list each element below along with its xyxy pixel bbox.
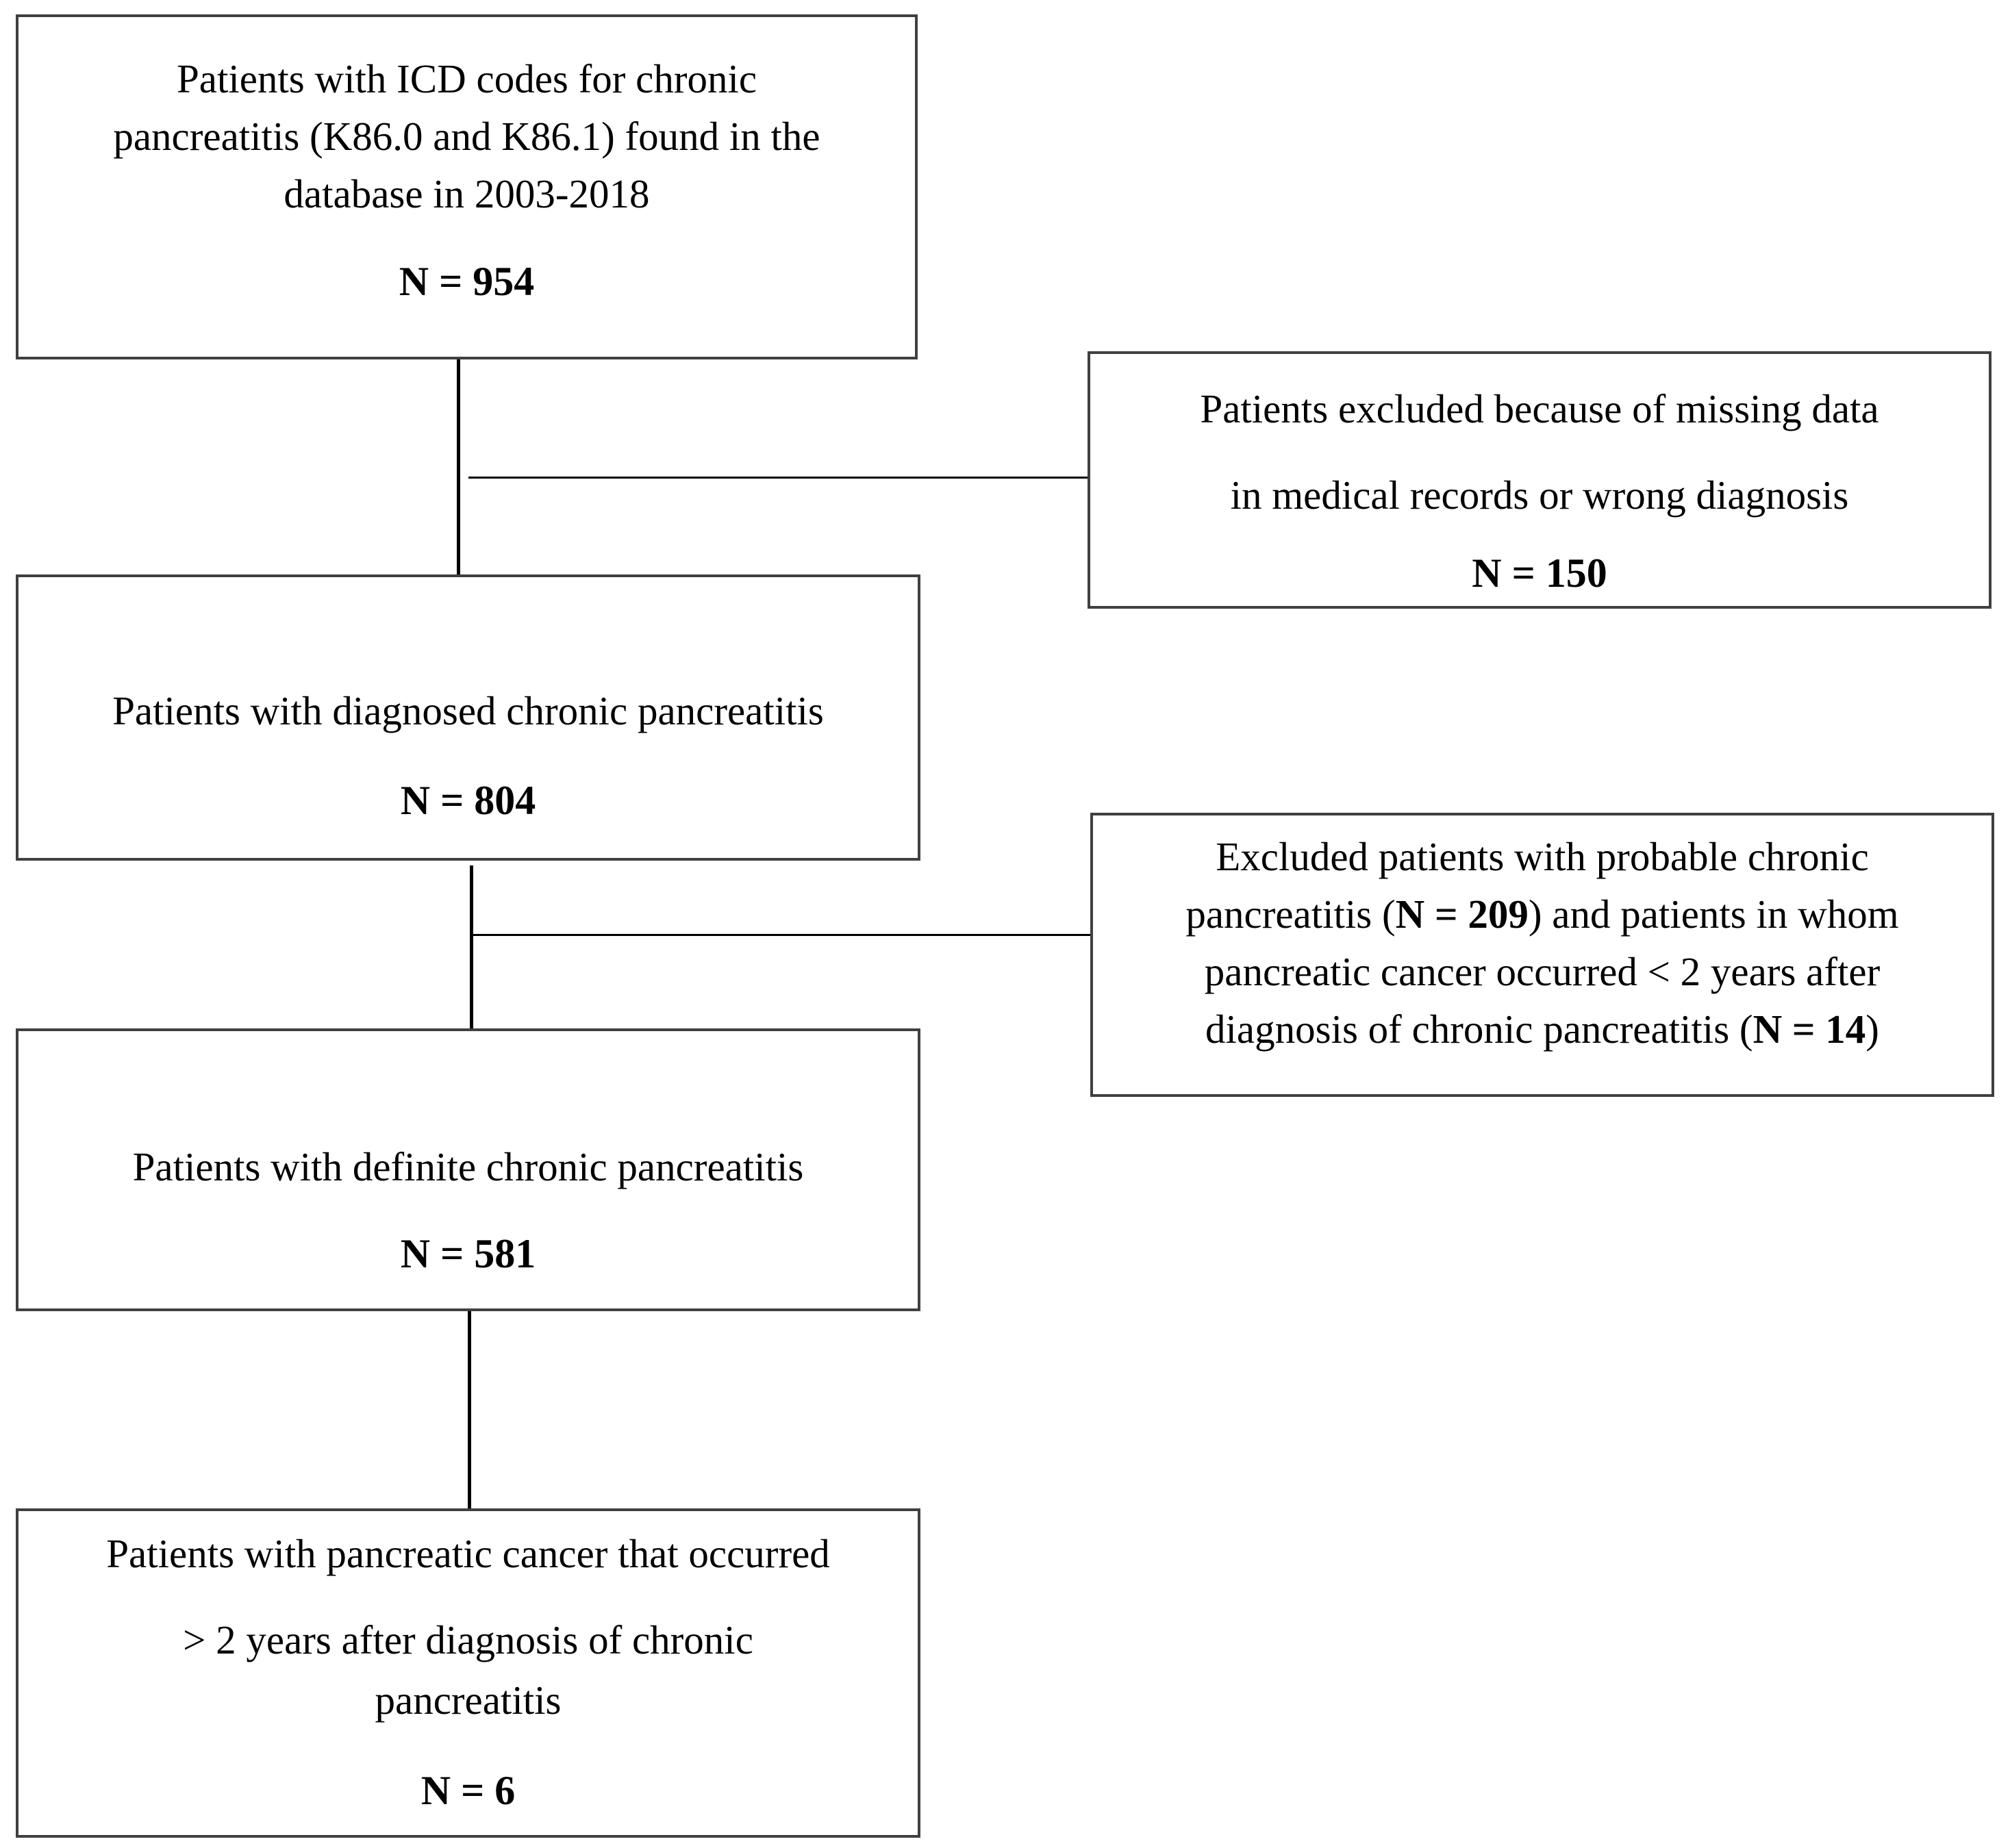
box-diagnosed-cp-line-1: Patients with diagnosed chronic pancreat… <box>112 688 824 733</box>
box-pancreatic-cancer-line-1: Patients with pancreatic cancer that occ… <box>106 1531 830 1576</box>
exclusion-branch-2 <box>470 934 1093 936</box>
box-definite-cp: Patients with definite chronic pancreati… <box>16 1028 920 1311</box>
box-pancreatic-cancer-line-3: pancreatitis <box>375 1678 562 1723</box>
exclusion-branch-1 <box>468 477 1093 479</box>
box-icd-codes-line-2: pancreatitis (K86.0 and K86.1) found in … <box>113 114 820 159</box>
connector-2-3 <box>470 865 473 1032</box>
exclusion-box-missing-data: Patients excluded because of missing dat… <box>1088 351 1992 609</box>
exclusion-box-probable-cp-line-4: diagnosis of chronic pancreatitis (N = 1… <box>1093 1000 1992 1058</box>
exclusion-box-probable-cp: Excluded patients with probable chronic … <box>1090 813 1994 1097</box>
exclusion-box-probable-cp-line-3: pancreatic cancer occurred < 2 years aft… <box>1204 949 1881 994</box>
exclusion-box-probable-cp-line-1: Excluded patients with probable chronic <box>1216 834 1869 879</box>
box-diagnosed-cp: Patients with diagnosed chronic pancreat… <box>16 574 920 861</box>
exclusion-box-probable-cp-line-2: pancreatitis (N = 209) and patients in w… <box>1093 885 1992 943</box>
exclusion-count-early-cancer: N = 14 <box>1753 1007 1866 1052</box>
box-pancreatic-cancer: Patients with pancreatic cancer that occ… <box>16 1508 920 1838</box>
box-pancreatic-cancer-line-2: > 2 years after diagnosis of chronic <box>183 1617 753 1662</box>
box-pancreatic-cancer-count: N = 6 <box>420 1768 516 1813</box>
exclusion-count-probable: N = 209 <box>1395 891 1529 937</box>
box-icd-codes-line-3: database in 2003-2018 <box>284 171 650 216</box>
exclusion-text-4b: ) <box>1865 1007 1879 1052</box>
box-icd-codes: Patients with ICD codes for chronic panc… <box>16 14 918 359</box>
exclusion-text-2a: pancreatitis ( <box>1185 891 1396 937</box>
exclusion-box-missing-data-line-2: in medical records or wrong diagnosis <box>1230 472 1849 518</box>
exclusion-text-4a: diagnosis of chronic pancreatitis ( <box>1205 1007 1753 1052</box>
exclusion-box-missing-data-line-1: Patients excluded because of missing dat… <box>1200 386 1879 431</box>
box-diagnosed-cp-count: N = 804 <box>400 778 536 823</box>
box-definite-cp-line-1: Patients with definite chronic pancreati… <box>132 1144 804 1189</box>
connector-3-4 <box>468 1307 471 1510</box>
box-definite-cp-count: N = 581 <box>400 1231 536 1276</box>
connector-1-2 <box>457 359 460 580</box>
exclusion-box-missing-data-count: N = 150 <box>1472 550 1607 596</box>
box-icd-codes-count: N = 954 <box>399 259 535 304</box>
box-icd-codes-line-1: Patients with ICD codes for chronic <box>176 56 757 101</box>
exclusion-text-2b: ) and patients in whom <box>1528 891 1899 937</box>
